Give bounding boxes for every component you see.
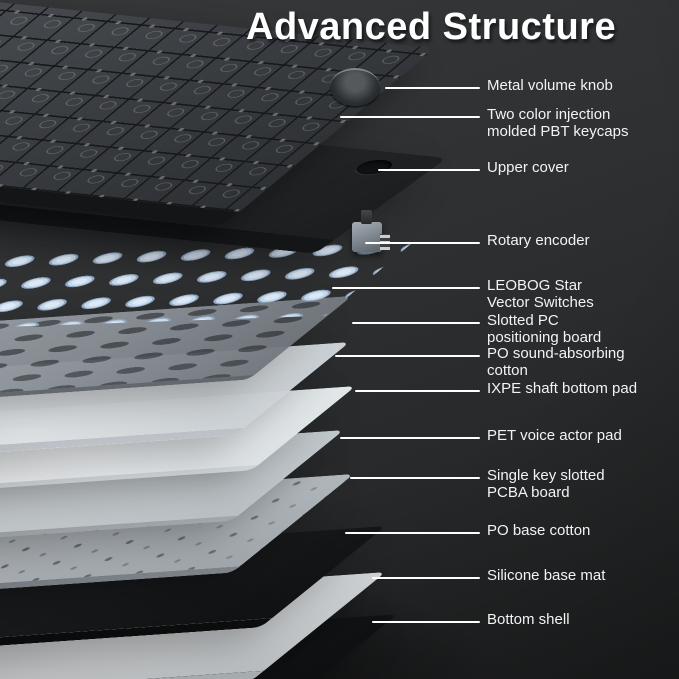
leader-line bbox=[340, 437, 480, 439]
part-label: PET voice actor pad bbox=[487, 427, 622, 444]
leader-line bbox=[378, 169, 480, 171]
part-label: Two color injection molded PBT keycaps bbox=[487, 106, 629, 140]
knob-hole bbox=[349, 158, 399, 176]
part-label: Rotary encoder bbox=[487, 232, 590, 249]
part-label: Single key slotted PCBA board bbox=[487, 467, 605, 501]
part-label: IXPE shaft bottom pad bbox=[487, 380, 638, 397]
leader-line bbox=[365, 242, 480, 244]
leader-line bbox=[332, 287, 480, 289]
page-title: Advanced Structure bbox=[246, 6, 617, 48]
part-label: PO sound-absorbing cotton bbox=[487, 345, 625, 379]
rotary-encoder bbox=[352, 210, 390, 252]
part-label: Metal volume knob bbox=[487, 77, 613, 94]
leader-line bbox=[372, 577, 480, 579]
part-label: LEOBOG Star Vector Switches bbox=[487, 277, 594, 311]
part-label: Silicone base mat bbox=[487, 567, 606, 584]
leader-line bbox=[350, 477, 480, 479]
volume-knob bbox=[330, 68, 380, 116]
leader-line bbox=[340, 116, 480, 118]
leader-line bbox=[345, 532, 480, 534]
part-label: Slotted PC positioning board bbox=[487, 312, 602, 346]
leader-line bbox=[335, 355, 480, 357]
leader-line bbox=[355, 390, 480, 392]
leader-line bbox=[385, 87, 480, 89]
leader-line bbox=[352, 322, 480, 324]
part-label: Bottom shell bbox=[487, 611, 570, 628]
leader-line bbox=[372, 621, 480, 623]
part-label: PO base cotton bbox=[487, 522, 591, 539]
part-label: Upper cover bbox=[487, 159, 569, 176]
